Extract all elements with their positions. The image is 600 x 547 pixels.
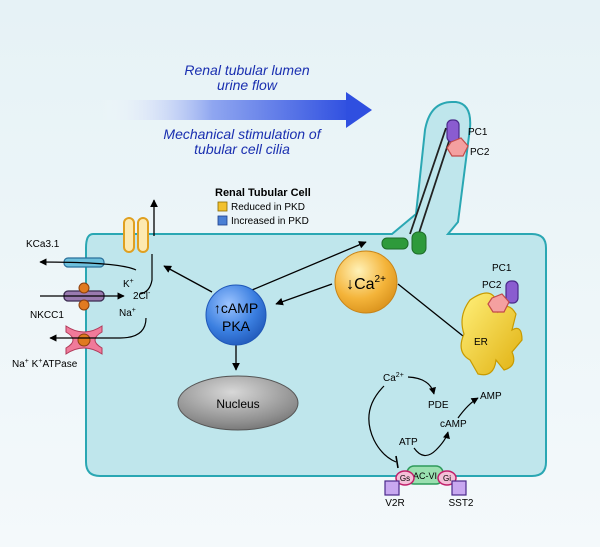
er-pc1-label: PC1 <box>492 263 512 274</box>
atp-label: ATP <box>399 437 418 448</box>
apical-channel-icon <box>123 217 149 253</box>
camp-to-channel-arrow <box>163 265 213 293</box>
stimulation-line2: tubular cell cilia <box>194 141 290 157</box>
er-pc2-label: PC2 <box>482 280 502 291</box>
camp-small-label: cAMP <box>440 419 467 430</box>
legend-increased-swatch <box>217 215 228 226</box>
lumen-title-line2: urine flow <box>217 77 278 93</box>
ca-small-label: Ca2+ <box>383 372 404 384</box>
na-ion-label: Na+ <box>119 307 136 319</box>
legend-title: Renal Tubular Cell <box>215 187 311 199</box>
pde-label: PDE <box>428 400 449 411</box>
k-efflux-arrow <box>39 258 137 271</box>
atpase-cycle-arrow <box>49 317 147 342</box>
er-pc2-icon <box>487 293 510 313</box>
ac-vi-label: AC-VI <box>413 471 437 481</box>
sst2-receptor <box>451 480 467 496</box>
v2r-label: V2R <box>385 498 404 509</box>
lumen-title-line1: Renal tubular lumen <box>184 62 310 78</box>
ca-inhibit-ac-arrow <box>368 385 397 463</box>
camp-pka-node <box>205 284 267 346</box>
gs-label: Gs <box>400 474 410 483</box>
legend-increased-label: Increased in PKD <box>231 216 309 227</box>
v2r-receptor <box>384 480 400 496</box>
gs-protein <box>395 470 415 486</box>
ca-inhibit-bar <box>395 455 399 469</box>
nucleus-label: Nucleus <box>216 397 259 411</box>
cl-ion-label: 2Cl- <box>133 290 151 302</box>
cilium-pc2-icon <box>446 137 469 157</box>
nucleus <box>177 375 299 431</box>
er-pc1-icon <box>505 280 519 304</box>
er-label: ER <box>474 337 488 348</box>
camp-to-cilium-arrow <box>251 241 367 291</box>
amp-label: AMP <box>480 391 502 402</box>
pde-to-amp-arrow <box>457 397 479 419</box>
calcium-label: ↓Ca2+ <box>346 274 386 293</box>
cl-secretion-arrow <box>139 254 153 295</box>
atp-to-camp-arrow <box>413 431 450 457</box>
ca-to-camp-arrow <box>275 283 333 306</box>
nkcc1-label: NKCC1 <box>30 310 64 321</box>
cilium-pc1-icon <box>446 119 460 143</box>
cilium-axoneme-left <box>409 127 447 235</box>
cilium-pc2-label: PC2 <box>470 147 490 158</box>
er-to-ca-arrow <box>397 283 469 341</box>
kca31-label: KCa3.1 <box>26 239 60 250</box>
k-ion-label: K+ <box>123 278 134 290</box>
stimulation-line1: Mechanical stimulation of <box>163 126 322 142</box>
legend-reduced-label: Reduced in PKD <box>231 202 305 213</box>
camp-label: ↑cAMP <box>214 300 258 316</box>
basal-body-icon <box>381 231 427 255</box>
sst2-label: SST2 <box>448 498 473 509</box>
cilium-pc1-label: PC1 <box>468 127 488 138</box>
ca-to-pde-arrow <box>407 376 436 395</box>
atpase-label: Na+ K+ATPase <box>12 358 78 370</box>
cilium-axoneme-right <box>417 131 453 237</box>
urine-flow-arrow <box>100 92 372 128</box>
legend-reduced-swatch <box>217 201 228 212</box>
na-k-atpase-pump <box>65 325 103 355</box>
calcium-node <box>334 250 398 314</box>
pka-label: PKA <box>222 318 251 334</box>
gi-label: Gi <box>443 474 451 483</box>
